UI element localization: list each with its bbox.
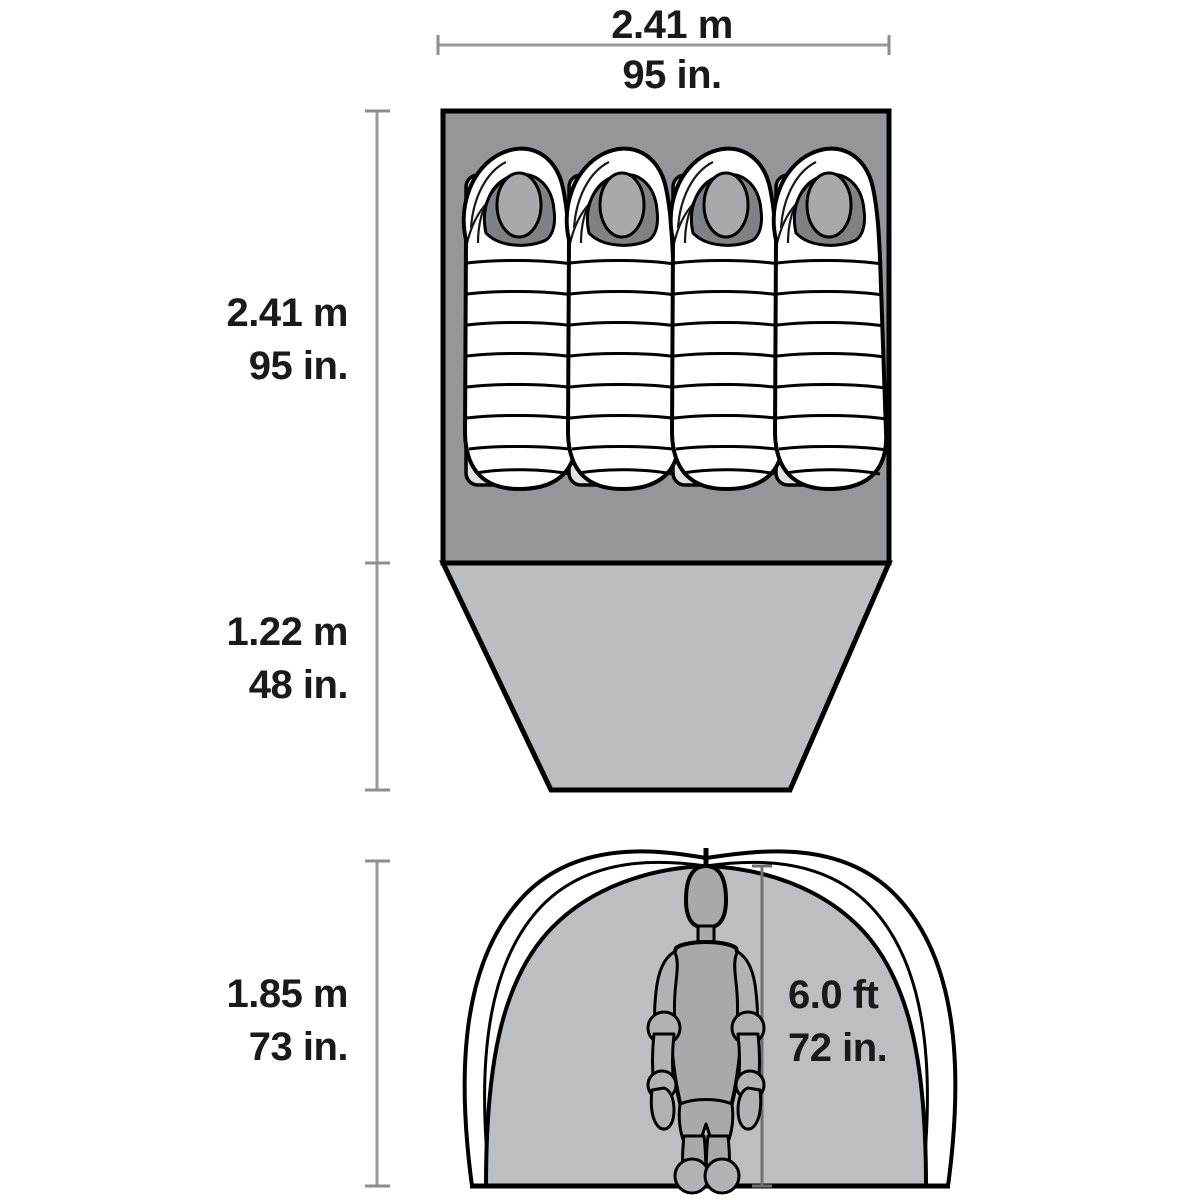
vestibule-depth-metric-label: 1.22 m xyxy=(226,610,348,654)
vestibule-depth-imperial-label: 48 in. xyxy=(249,663,348,707)
sleeping-bag xyxy=(771,146,889,492)
sleeping-bag xyxy=(564,146,682,492)
person-height-feet-label: 6.0 ft xyxy=(788,973,879,1017)
peak-height-metric-label: 1.85 m xyxy=(226,972,348,1016)
tent-vestibule-area xyxy=(439,560,893,793)
peak-height-imperial-label: 73 in. xyxy=(249,1025,348,1069)
sleeping-bag xyxy=(668,146,786,492)
person-height-inches-label: 72 in. xyxy=(788,1026,887,1070)
top-width-metric-label: 2.41 m xyxy=(611,3,733,47)
plan-vertical-dimension-line xyxy=(365,109,390,792)
top-width-dimension-line xyxy=(436,35,891,55)
top-width-imperial-label: 95 in. xyxy=(622,53,721,97)
person-silhouette xyxy=(646,864,766,1195)
elevation-height-dimension-line xyxy=(365,859,390,1188)
floor-depth-metric-label: 2.41 m xyxy=(226,291,348,335)
floor-depth-imperial-label: 95 in. xyxy=(249,344,348,388)
sleeping-bag xyxy=(461,146,579,492)
